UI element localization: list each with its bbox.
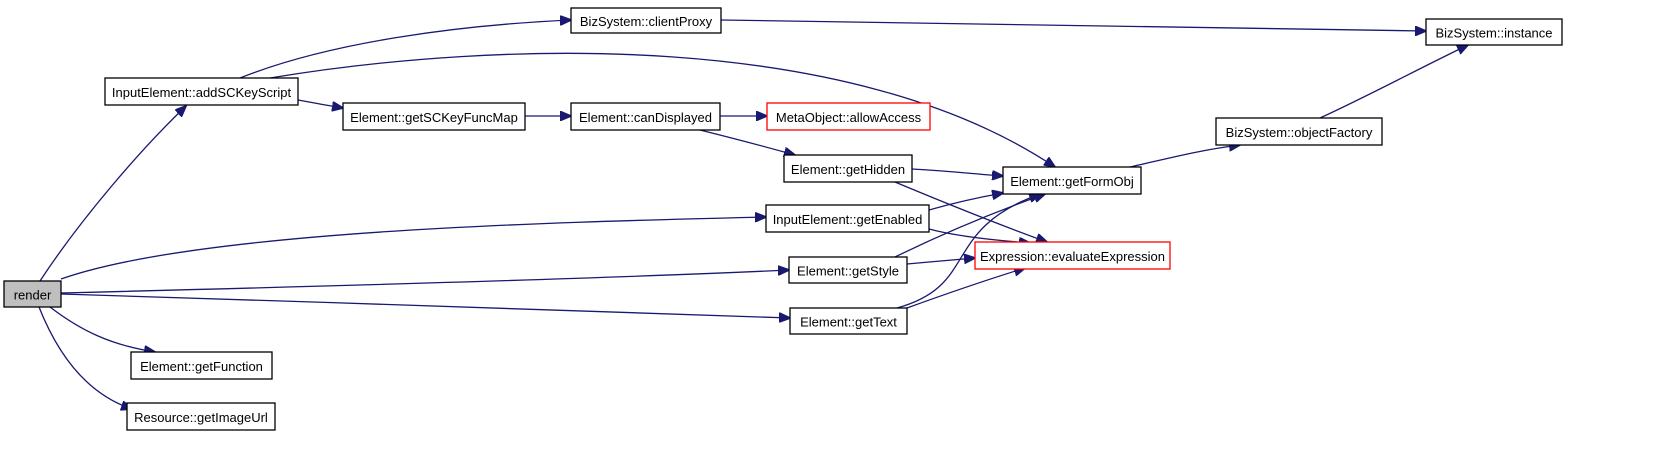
edge-line (60, 270, 789, 294)
node-add-sc-key-script[interactable]: InputElement::addSCKeyScript (104, 77, 299, 106)
edge-render-to-get-style (60, 270, 789, 294)
edge-line (699, 129, 795, 155)
node-label: Element::getFunction (140, 359, 263, 374)
node-evaluate-expression[interactable]: Expression::evaluateExpression (974, 241, 1171, 270)
node-box (1215, 117, 1383, 146)
edge-line (720, 19, 1426, 31)
node-get-text[interactable]: Element::getText (789, 307, 908, 335)
edge-line (894, 181, 1047, 242)
node-label: render (14, 288, 52, 303)
node-box (1425, 18, 1563, 46)
node-box (765, 204, 930, 233)
node-get-enabled[interactable]: InputElement::getEnabled (765, 204, 930, 233)
edge-render-to-get-function (49, 306, 155, 352)
node-label: BizSystem::clientProxy (580, 14, 713, 29)
edge-line (906, 258, 975, 265)
edge-line (60, 293, 790, 318)
node-get-sc-key-func-map[interactable]: Element::getSCKeyFuncMap (342, 102, 526, 131)
node-box (783, 154, 913, 183)
edges-layer (38, 19, 1468, 409)
node-label: Element::getText (800, 315, 897, 330)
node-box (766, 102, 931, 131)
node-get-function[interactable]: Element::getFunction (130, 351, 273, 380)
edge-line (1129, 145, 1240, 168)
node-client-proxy[interactable]: BizSystem::clientProxy (570, 7, 722, 34)
edge-add-sc-key-script-to-client-proxy (239, 20, 571, 79)
node-box (130, 351, 273, 380)
node-box (104, 77, 299, 106)
node-get-hidden[interactable]: Element::getHidden (783, 154, 913, 183)
edge-client-proxy-to-instance (720, 19, 1426, 31)
edge-get-enabled-to-get-form-obj (928, 193, 1003, 211)
node-box (126, 402, 276, 431)
node-label: InputElement::getEnabled (773, 212, 923, 227)
node-get-form-obj[interactable]: Element::getFormObj (1002, 166, 1142, 195)
edge-line (60, 217, 766, 280)
node-label: Element::getHidden (791, 162, 905, 177)
edge-line (928, 193, 1003, 211)
node-box (342, 102, 526, 131)
edge-get-hidden-to-get-form-obj (911, 168, 1003, 176)
node-box (3, 280, 62, 308)
edge-render-to-add-sc-key-script (39, 106, 186, 282)
edge-add-sc-key-script-to-get-sc-key-func-map (297, 99, 343, 108)
edge-line (911, 168, 1003, 176)
node-box (788, 256, 908, 284)
edge-can-displayed-to-get-hidden (699, 129, 795, 155)
edge-add-sc-key-script-to-get-form-obj (269, 52, 1055, 167)
node-label: Resource::getImageUrl (134, 410, 268, 425)
edge-line (896, 194, 1040, 309)
edge-line (49, 306, 155, 352)
node-label: Expression::evaluateExpression (980, 249, 1165, 264)
edge-line (38, 306, 132, 409)
node-label: Element::getStyle (797, 264, 899, 279)
node-box (1002, 166, 1142, 195)
edge-render-to-get-image-url (38, 306, 132, 409)
node-box (789, 307, 908, 335)
edge-get-text-to-evaluate-expression (906, 268, 1025, 309)
edge-line (1319, 45, 1468, 119)
node-box (570, 102, 721, 131)
edge-line (39, 106, 186, 282)
node-get-image-url[interactable]: Resource::getImageUrl (126, 402, 276, 431)
edge-object-factory-to-instance (1319, 45, 1468, 119)
edge-render-to-get-enabled (60, 217, 766, 280)
node-instance[interactable]: BizSystem::instance (1425, 18, 1563, 46)
node-label: BizSystem::instance (1435, 26, 1552, 41)
node-label: Element::getSCKeyFuncMap (350, 110, 518, 125)
node-box (570, 7, 722, 34)
node-can-displayed[interactable]: Element::canDisplayed (570, 102, 721, 131)
node-label: InputElement::addSCKeyScript (112, 85, 292, 100)
edge-get-hidden-to-evaluate-expression (894, 181, 1047, 242)
edge-line (269, 52, 1055, 167)
node-label: MetaObject::allowAccess (776, 110, 922, 125)
edge-line (297, 99, 343, 108)
edge-line (906, 268, 1025, 309)
edge-get-style-to-evaluate-expression (906, 258, 975, 265)
node-object-factory[interactable]: BizSystem::objectFactory (1215, 117, 1383, 146)
node-allow-access[interactable]: MetaObject::allowAccess (766, 102, 931, 131)
nodes-layer: renderInputElement::addSCKeyScriptBizSys… (3, 7, 1563, 431)
node-get-style[interactable]: Element::getStyle (788, 256, 908, 284)
node-label: Element::getFormObj (1010, 174, 1134, 189)
node-render[interactable]: render (3, 280, 62, 308)
edge-get-text-to-get-form-obj (896, 194, 1040, 309)
node-box (974, 241, 1171, 270)
edge-get-form-obj-to-object-factory (1129, 145, 1240, 168)
node-label: BizSystem::objectFactory (1226, 125, 1373, 140)
edge-line (239, 20, 571, 79)
node-label: Element::canDisplayed (579, 110, 712, 125)
edge-render-to-get-text (60, 293, 790, 318)
